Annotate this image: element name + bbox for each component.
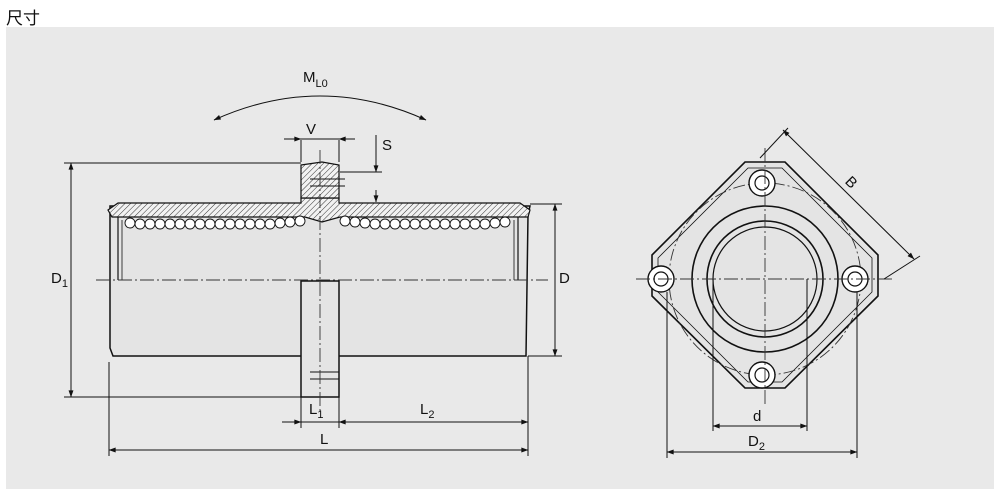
l-label: L — [320, 431, 328, 448]
s-label: S — [382, 137, 392, 154]
l2-label: L2 — [420, 401, 434, 421]
b-label: B — [841, 173, 860, 192]
mounting-hole — [748, 169, 776, 197]
d1-label: D1 — [51, 270, 68, 290]
ball-row — [124, 215, 511, 230]
d-label: D — [559, 270, 570, 287]
side-view-dimensions — [64, 95, 562, 456]
side-view — [96, 150, 548, 414]
mounting-hole — [748, 361, 776, 389]
front-view-dimensions — [666, 127, 921, 458]
small-d-label: d — [753, 408, 761, 425]
moment-label: ML0 — [303, 69, 328, 90]
front-view — [636, 148, 893, 405]
d2-label: D2 — [748, 433, 765, 453]
l1-label: L1 — [309, 401, 323, 421]
page-title: 尺寸 — [6, 9, 40, 29]
v-label: V — [306, 121, 316, 138]
moment-arc — [213, 95, 427, 121]
